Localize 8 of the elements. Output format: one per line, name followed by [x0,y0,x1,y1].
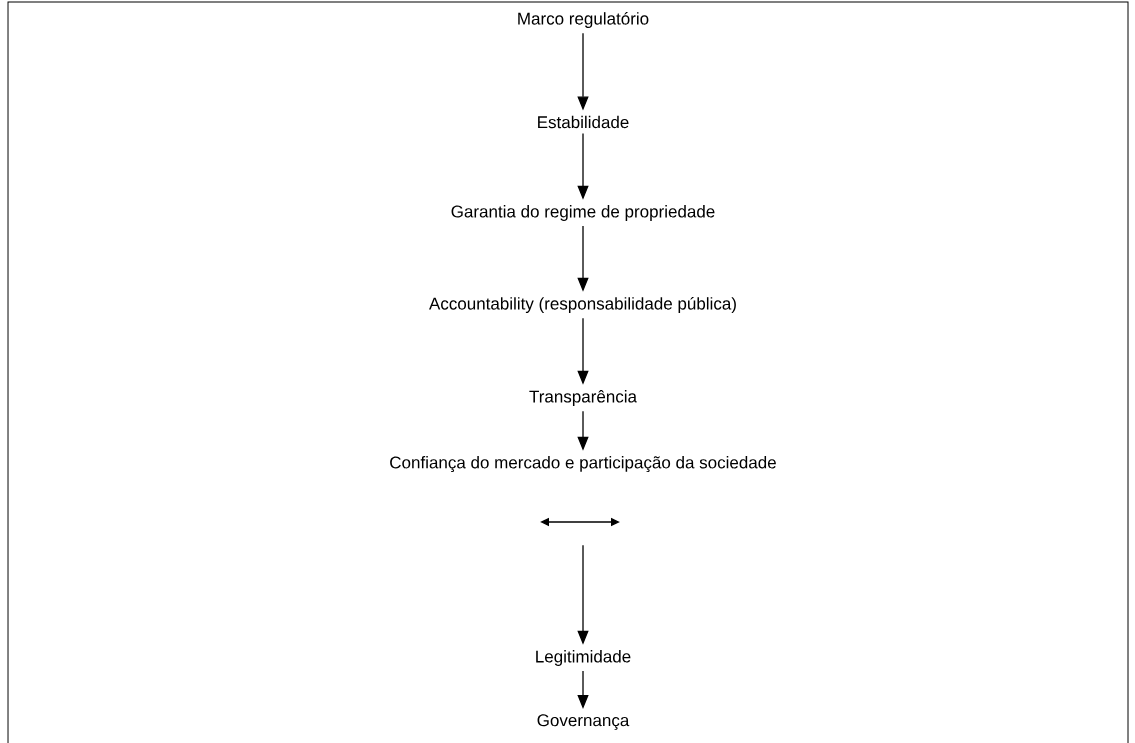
flow-label: Transparência [529,390,637,406]
flow-label: Accountability (responsabilidade pública) [429,296,736,313]
flow-label: Confiança do mercado e participação da sociedade [390,456,776,472]
flow-label: Estabilidade [538,115,629,129]
flow-label: Garantia do regime de propriedade [451,205,715,221]
flow-label: Governança [537,714,630,730]
flow-label: Marco regulatório [518,11,649,28]
flow-label: Legitimidade [536,650,631,666]
